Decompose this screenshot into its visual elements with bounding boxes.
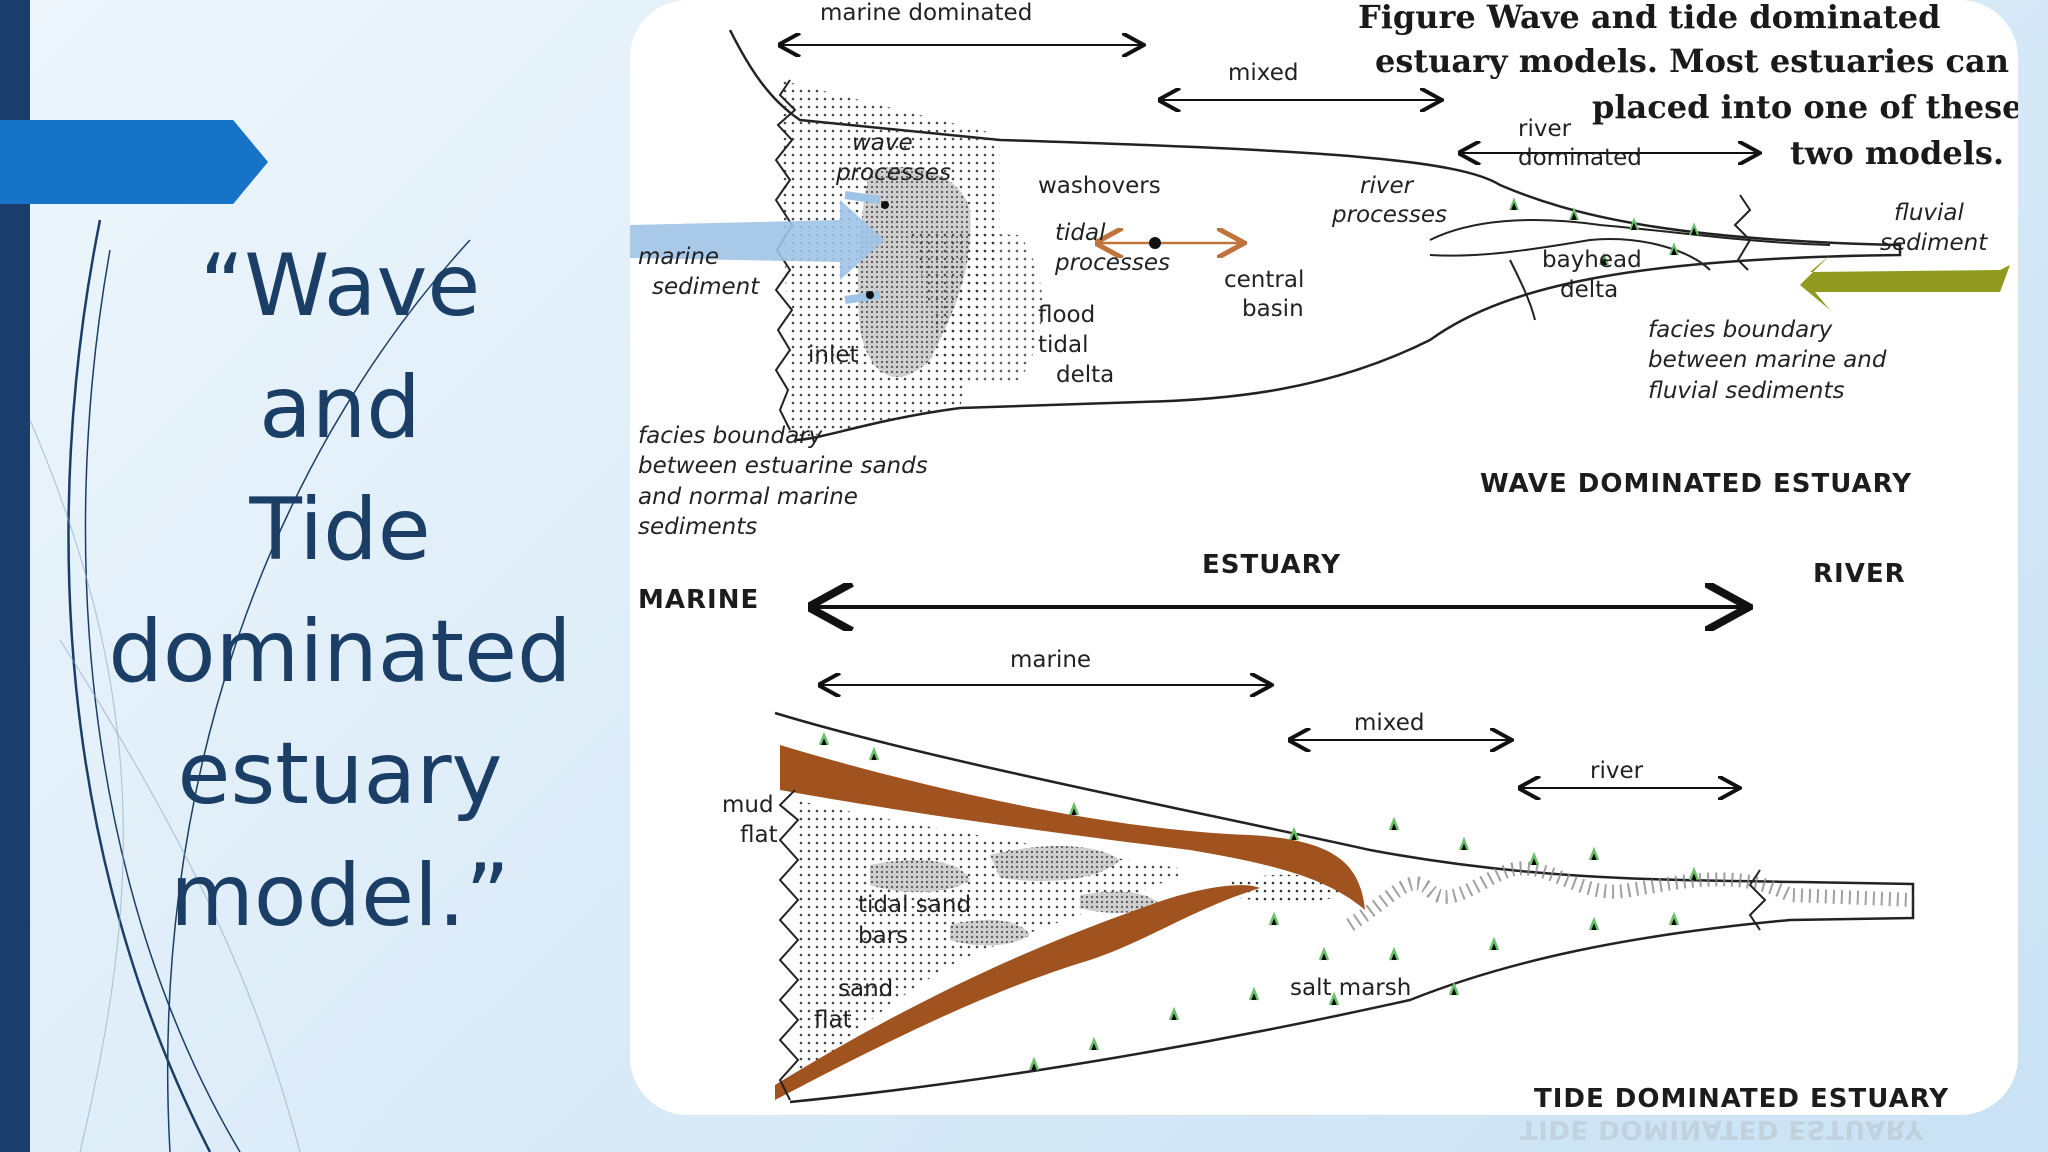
zone-label-dominated: dominated xyxy=(1518,145,1642,171)
estuary-diagram: marine dominated mixed river dominated F… xyxy=(630,0,2018,1114)
wave-arrow-icon xyxy=(844,291,881,304)
flood-tidal-delta xyxy=(910,230,1043,385)
label-inlet: inlet xyxy=(808,342,859,368)
label-tidal-sand-bars: tidal sand xyxy=(858,892,971,918)
zone-label-river: river xyxy=(1590,758,1644,784)
title-line: estuary xyxy=(177,724,503,824)
label-sand-flat: flat xyxy=(814,1007,852,1033)
tide-diagram-title: TIDE DOMINATED ESTUARY xyxy=(1534,1084,1949,1114)
label-facies-boundary-marine: and normal marine xyxy=(638,484,858,510)
label-facies-boundary-fluvial: between marine and xyxy=(1648,347,1887,373)
label-flood-tidal-delta: flood xyxy=(1038,302,1095,328)
label-central-basin: central xyxy=(1224,267,1304,293)
bayhead-channel xyxy=(1429,238,1711,271)
header-river: RIVER xyxy=(1813,559,1906,589)
zone-label-marine-dominated: marine dominated xyxy=(820,0,1032,26)
tidal-channel xyxy=(1346,861,1914,931)
label-bayhead-delta: bayhead xyxy=(1542,247,1642,273)
label-marine-sediment: sediment xyxy=(652,274,760,300)
label-facies-boundary-fluvial: fluvial sediments xyxy=(1648,378,1845,404)
header-estuary: ESTUARY xyxy=(1202,550,1341,580)
label-fluvial-sediment: sediment xyxy=(1880,230,1988,256)
label-mud-flat: flat xyxy=(740,822,778,848)
label-river-processes: river xyxy=(1360,173,1415,199)
fluvial-sediment-arrow xyxy=(1800,255,2010,310)
marsh-grass xyxy=(1509,197,1699,266)
label-facies-boundary-marine: sediments xyxy=(638,514,757,540)
figure-caption-line: placed into one of these xyxy=(1592,88,2018,126)
tide-facies-boundary xyxy=(1748,869,1767,931)
wave-arrow-icon xyxy=(844,191,881,204)
tide-coastline-zigzag xyxy=(778,789,800,1101)
tidal-sand-bar xyxy=(990,845,1120,881)
fluvial-facies-boundary xyxy=(1733,194,1752,271)
label-facies-boundary-marine: between estuarine sands xyxy=(638,453,928,479)
label-washovers: washovers xyxy=(1038,173,1161,199)
title-line: Tide xyxy=(249,480,431,580)
marker-dot xyxy=(866,291,874,299)
title-chevron-marker xyxy=(0,120,268,204)
label-flood-tidal-delta: delta xyxy=(1056,362,1114,388)
tidal-sand-bar xyxy=(870,860,970,892)
tide-estuary-outline xyxy=(774,711,1915,1104)
title-line: “Wave xyxy=(199,236,481,336)
label-tidal-sand-bars: bars xyxy=(858,923,908,949)
label-flood-tidal-delta: tidal xyxy=(1038,332,1089,358)
zone-label-marine: marine xyxy=(1010,647,1091,673)
wave-diagram-title: WAVE DOMINATED ESTUARY xyxy=(1480,469,1912,499)
zone-label-mixed: mixed xyxy=(1354,710,1424,736)
bayhead-channel xyxy=(1429,219,1831,246)
label-facies-boundary-fluvial: facies boundary xyxy=(1648,317,1833,343)
title-reflection: TIDE DOMINATED ESTUARY xyxy=(1520,1114,1925,1144)
label-bayhead-delta: delta xyxy=(1560,277,1618,303)
label-tidal-processes: tidal xyxy=(1055,220,1106,246)
label-sand-flat: sand xyxy=(838,976,893,1002)
title-line: model.” xyxy=(170,846,510,946)
label-fluvial-sediment: fluvial xyxy=(1894,200,1965,226)
label-tidal-processes: processes xyxy=(1054,250,1170,276)
marsh-band-upper xyxy=(780,745,1365,910)
estuary-figure: marine dominated mixed river dominated F… xyxy=(630,0,2018,1115)
header-marine: MARINE xyxy=(638,585,759,615)
zone-label-mixed: mixed xyxy=(1228,60,1298,86)
tidal-sand-bar xyxy=(1080,891,1160,913)
figure-caption-line: estuary models. Most estuaries can be xyxy=(1375,42,2018,80)
marker-dot xyxy=(881,201,889,209)
title-line: dominated xyxy=(108,602,572,702)
marker-dot xyxy=(1149,237,1161,249)
salt-marsh-grass xyxy=(818,731,1700,1071)
label-salt-marsh: salt marsh xyxy=(1290,975,1411,1001)
label-mud-flat: mud xyxy=(722,792,774,818)
bayhead-channel xyxy=(1509,259,1536,321)
tidal-sand-bar xyxy=(950,919,1030,946)
label-central-basin: basin xyxy=(1242,296,1304,322)
label-river-processes: processes xyxy=(1331,202,1447,228)
label-wave-processes: processes xyxy=(835,160,951,186)
label-marine-sediment: marine xyxy=(638,244,719,270)
figure-caption-line: Figure Wave and tide dominated xyxy=(1358,0,1940,36)
label-wave-processes: wave xyxy=(852,130,913,156)
marsh-band-lower xyxy=(775,885,1260,1100)
wave-diagram: marine dominated mixed river dominated F… xyxy=(630,0,2018,540)
figure-caption-line: two models. xyxy=(1790,134,2004,172)
label-facies-boundary-marine: facies boundary xyxy=(638,423,823,449)
title-line: and xyxy=(259,358,421,458)
tide-diagram: MARINE ESTUARY RIVER marine mixed river xyxy=(638,550,1949,1114)
slide-title: “Wave and Tide dominated estuary model.” xyxy=(60,225,620,957)
marine-sediment-arrow xyxy=(630,200,885,280)
zone-label-river: river xyxy=(1518,116,1572,142)
